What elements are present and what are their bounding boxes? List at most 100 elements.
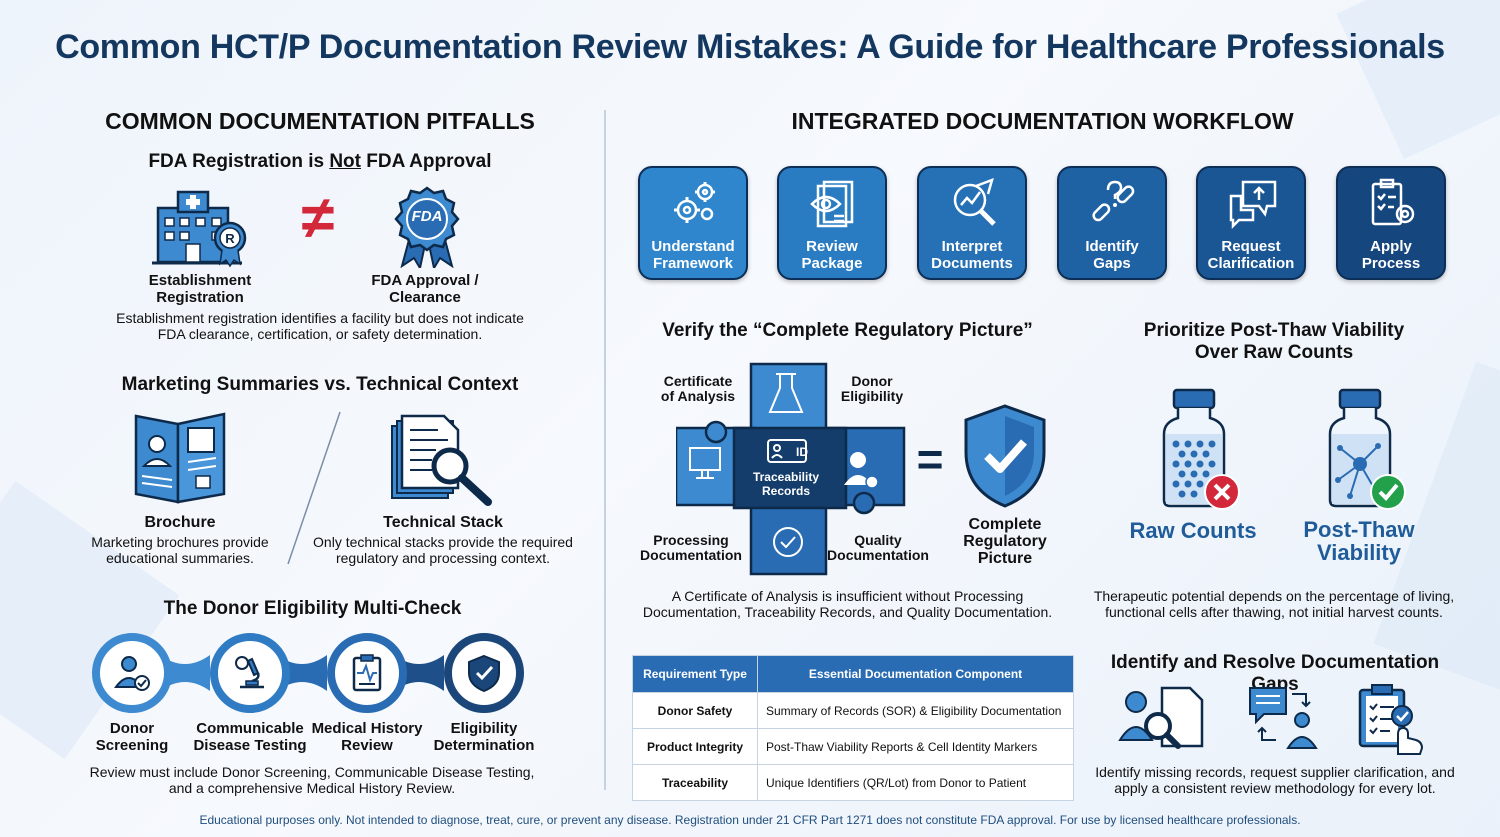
table-header-cell: Essential Documentation Component bbox=[757, 655, 1074, 693]
label-line: Review bbox=[341, 737, 393, 754]
brochure-icon bbox=[134, 412, 226, 504]
technical-stack-label: Technical Stack bbox=[383, 514, 503, 531]
marketing-heading: Marketing Summaries vs. Technical Contex… bbox=[121, 374, 519, 395]
label-line: Eligibility bbox=[450, 720, 518, 737]
label-line: Gaps bbox=[1093, 255, 1131, 272]
body-line: educational summaries. bbox=[106, 550, 254, 566]
label-line: Package bbox=[801, 255, 863, 272]
separator-slash bbox=[287, 411, 341, 565]
label-line: Quality bbox=[854, 532, 902, 548]
label-line: of Analysis bbox=[660, 388, 736, 404]
label-line: Donor bbox=[851, 373, 893, 389]
fda-heading-post: FDA Approval bbox=[360, 151, 492, 172]
label-line: Medical History bbox=[311, 720, 423, 737]
microscope-biohazard-icon bbox=[235, 656, 264, 689]
equals-sign: = bbox=[916, 433, 944, 485]
table-cell: Post-Thaw Viability Reports & Cell Ident… bbox=[757, 728, 1074, 765]
fda-heading-not: Not bbox=[329, 151, 361, 172]
person-check-icon bbox=[114, 656, 150, 691]
chat-exchange-icon bbox=[1249, 687, 1318, 749]
heading-line: Prioritize Post-Thaw Viability bbox=[1143, 320, 1405, 341]
table-cell: Unique Identifiers (QR/Lot) from Donor t… bbox=[757, 764, 1074, 801]
chat-bubbles-icon bbox=[1229, 180, 1277, 230]
body-line: FDA clearance, certification, or safety … bbox=[157, 326, 483, 342]
label-line: Determination bbox=[433, 737, 535, 754]
person-search-document-icon bbox=[1118, 686, 1204, 749]
verify-description: A Certificate of Analysis is insufficien… bbox=[630, 588, 1065, 620]
body-line: regulatory and processing context. bbox=[335, 550, 550, 566]
label-line: Request bbox=[1221, 238, 1281, 255]
label-line: Donor bbox=[109, 720, 155, 737]
label-line: Eligibility bbox=[840, 388, 904, 404]
label-line: Certificate bbox=[663, 373, 733, 389]
donor-description: Review must include Donor Screening, Com… bbox=[52, 764, 572, 796]
fda-seal-icon bbox=[394, 186, 460, 268]
raw-counts-label: Raw Counts bbox=[1129, 518, 1257, 543]
clipboard-heartbeat-icon bbox=[352, 654, 382, 692]
workflow-heading: INTEGRATED DOCUMENTATION WORKFLOW bbox=[791, 108, 1294, 134]
table-cell: Product Integrity bbox=[632, 728, 758, 765]
label-line: Process bbox=[1361, 255, 1421, 272]
label-line: Disease Testing bbox=[193, 737, 307, 754]
label-line: Post-Thaw bbox=[1303, 517, 1415, 542]
table-cell: Donor Safety bbox=[632, 692, 758, 729]
body-line: and a comprehensive Medical History Revi… bbox=[168, 780, 456, 796]
body-line: Documentation, Traceability Records, and… bbox=[642, 604, 1053, 620]
label-line: Understand bbox=[651, 238, 735, 255]
table-header-cell: Requirement Type bbox=[632, 655, 758, 693]
verify-heading: Verify the “Complete Regulatory Picture” bbox=[662, 320, 1033, 341]
broken-link-question-icon bbox=[1092, 180, 1135, 222]
donor-multicheck-heading: The Donor Eligibility Multi-Check bbox=[163, 598, 462, 619]
fda-heading-pre: FDA Registration is bbox=[148, 151, 330, 172]
body-line: Review must include Donor Screening, Com… bbox=[89, 764, 535, 780]
label-line: FDA Approval / bbox=[371, 272, 479, 289]
background-shape bbox=[1336, 0, 1500, 159]
fda-badge-text: FDA bbox=[411, 208, 443, 225]
puzzle-pieces-icon: ID bbox=[676, 362, 906, 576]
pitfalls-heading: COMMON DOCUMENTATION PITFALLS bbox=[105, 108, 535, 134]
id-card-text: ID bbox=[796, 445, 808, 459]
body-line: Identify missing records, request suppli… bbox=[1095, 764, 1455, 780]
donor-screening-circle bbox=[92, 633, 172, 713]
vial-viability-icon bbox=[1328, 388, 1406, 510]
label-line: Communicable bbox=[196, 720, 304, 737]
disclaimer-footer: Educational purposes only. Not intended … bbox=[199, 813, 1301, 827]
brochure-label: Brochure bbox=[144, 514, 216, 531]
label-line: Picture bbox=[977, 550, 1033, 567]
body-line: Marketing brochures provide bbox=[91, 534, 269, 550]
vial-raw-counts-icon bbox=[1162, 388, 1240, 510]
shield-check-icon bbox=[468, 654, 500, 693]
label-line: Processing bbox=[653, 532, 729, 548]
body-line: A Certificate of Analysis is insufficien… bbox=[671, 588, 1024, 604]
heading-line: Over Raw Counts bbox=[1194, 342, 1354, 363]
label-line: Documents bbox=[931, 255, 1013, 272]
technical-stack-description: Only technical stacks provide the requir… bbox=[303, 534, 583, 566]
clipboard-gear-icon bbox=[1371, 178, 1415, 226]
fda-description: Establishment registration identifies a … bbox=[60, 310, 580, 342]
label-line: Identify bbox=[1085, 238, 1139, 255]
clipboard-checklist-hand-icon bbox=[1358, 684, 1424, 755]
fda-approval-label: FDA Approval /Clearance bbox=[345, 272, 505, 306]
body-line: Establishment registration identifies a … bbox=[116, 310, 524, 326]
donor-chain-connector bbox=[160, 655, 444, 691]
body-line: functional cells after thawing, not init… bbox=[1105, 604, 1443, 620]
